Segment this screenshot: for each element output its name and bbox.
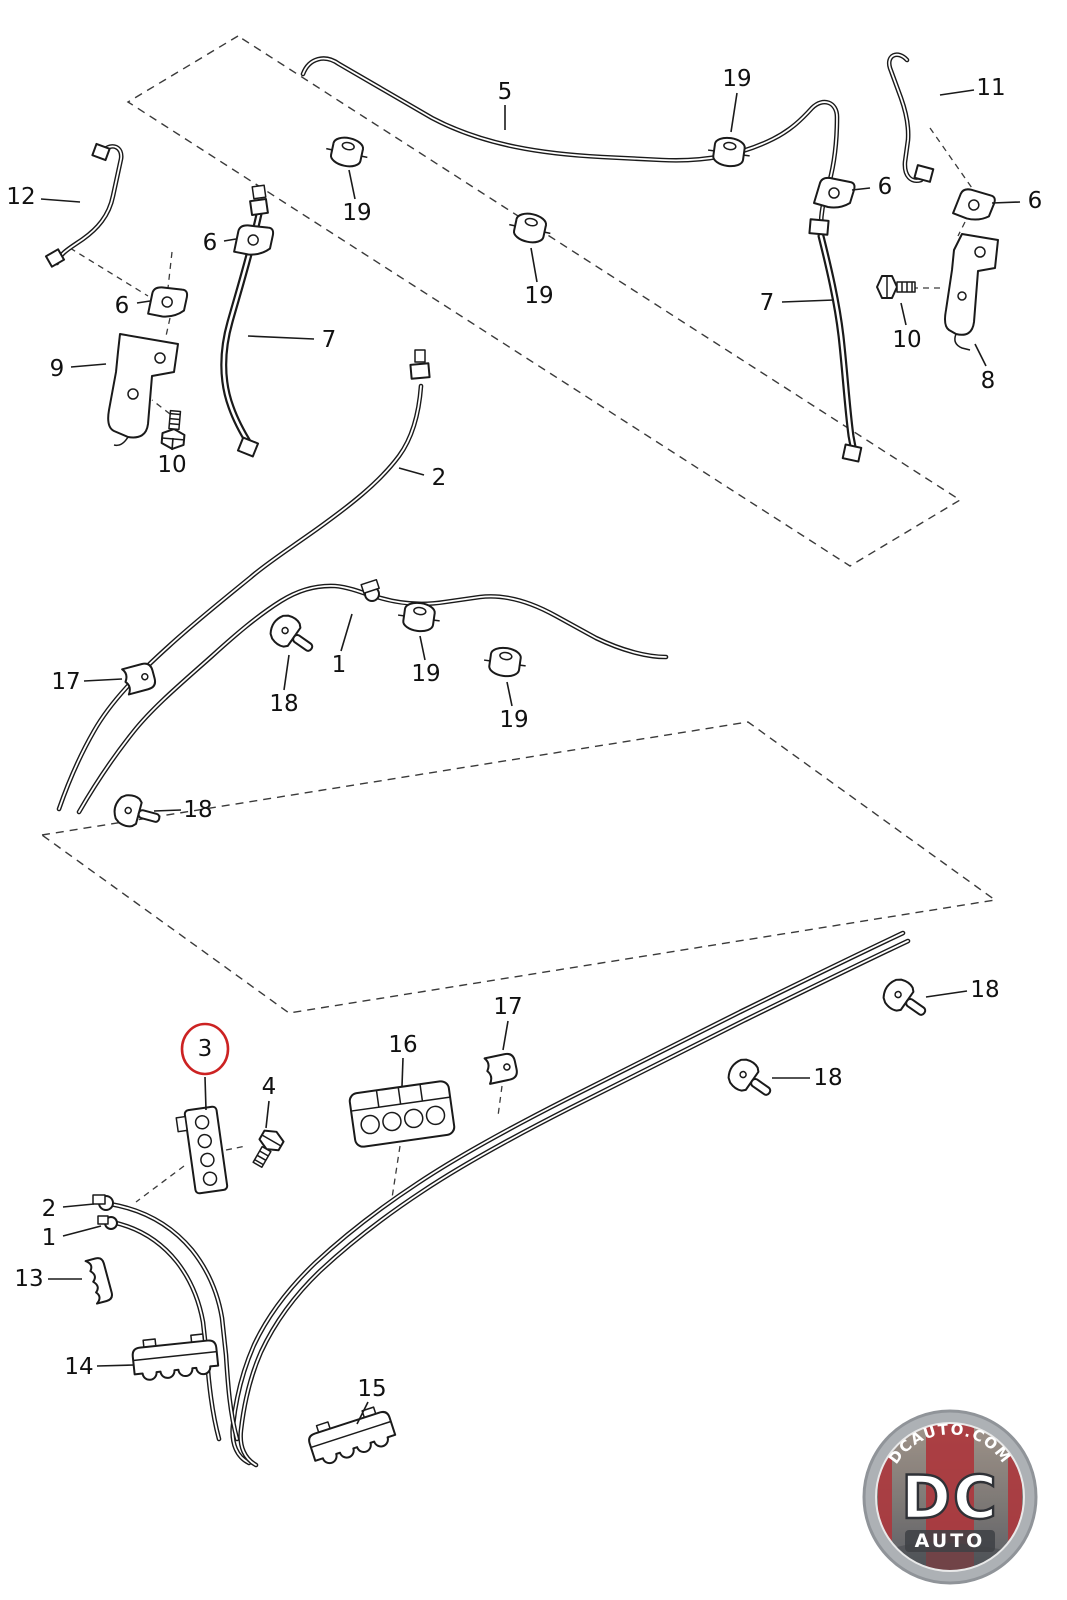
part-number-label-19: 19 — [499, 707, 528, 733]
label-leader-line — [62, 1225, 102, 1237]
label-leader-line — [530, 247, 538, 283]
tube-11 — [889, 55, 921, 181]
clamp-16 — [347, 1079, 457, 1149]
part-number-label-6: 6 — [878, 174, 893, 200]
label-leader-line — [62, 1203, 95, 1208]
part-number-label-6: 6 — [115, 293, 130, 319]
tube-12 — [57, 146, 121, 263]
part-number-label-9: 9 — [50, 356, 65, 382]
bolt-10-left — [160, 409, 188, 451]
label-leader-line — [356, 1401, 369, 1425]
clip-19-instances — [322, 132, 753, 680]
highlight-circle — [180, 1022, 230, 1076]
label-leader-line — [223, 238, 237, 242]
logo-initials-text: DC — [901, 1463, 999, 1533]
part-number-label-12: 12 — [6, 184, 35, 210]
part-number-label-14: 14 — [64, 1354, 93, 1380]
clip-17-instances — [121, 660, 520, 1085]
bracket-8 — [944, 233, 999, 351]
clamp-15 — [304, 1402, 399, 1469]
part-number-label-15: 15 — [357, 1376, 386, 1402]
bolt-10-right — [876, 275, 916, 299]
label-leader-line — [70, 363, 107, 368]
label-leader-line — [730, 92, 738, 133]
label-leader-line — [136, 300, 151, 304]
label-leader-line — [925, 990, 968, 998]
part-number-label-6: 6 — [203, 230, 218, 256]
label-leader-line — [398, 467, 425, 476]
tube-5 — [303, 59, 837, 226]
part-number-label-18: 18 — [813, 1065, 842, 1091]
tube-1 — [79, 586, 666, 812]
clamp-14 — [130, 1331, 220, 1383]
bolt-4 — [246, 1125, 288, 1172]
part-number-label-19: 19 — [524, 283, 553, 309]
logo-auto-band — [905, 1530, 995, 1552]
part-number-label-19: 19 — [411, 661, 440, 687]
part-number-label-19: 19 — [342, 200, 371, 226]
reference-plane-middle — [40, 721, 997, 1014]
part-number-label-4: 4 — [262, 1074, 277, 1100]
label-leader-line — [83, 678, 123, 682]
junction-block-3 — [174, 1105, 229, 1197]
label-leader-line — [348, 169, 356, 200]
clip-18-instances — [110, 609, 935, 1107]
label-leader-line — [96, 1364, 135, 1367]
label-leader-line — [283, 654, 290, 691]
label-leader-line — [900, 302, 907, 326]
clip-13 — [84, 1255, 115, 1305]
part-number-label-10: 10 — [892, 327, 921, 353]
label-leader-line — [204, 1076, 207, 1111]
part-number-label-6: 6 — [1028, 188, 1043, 214]
part-number-label-1: 1 — [332, 652, 347, 678]
part-number-label-7: 7 — [760, 290, 775, 316]
tube-fittings — [44, 142, 935, 1230]
reference-plane-upper — [126, 35, 962, 567]
label-leader-line — [974, 343, 987, 367]
part-number-label-8: 8 — [981, 368, 996, 394]
part-number-label-19: 19 — [722, 66, 751, 92]
part-number-label-17: 17 — [493, 994, 522, 1020]
label-leader-line — [506, 681, 513, 707]
part-number-label-16: 16 — [388, 1032, 417, 1058]
part-number-label-18: 18 — [269, 691, 298, 717]
part-number-label-18: 18 — [970, 977, 999, 1003]
part-number-label-1: 1 — [42, 1225, 57, 1251]
part-number-label-13: 13 — [14, 1266, 43, 1292]
label-leader-line — [340, 613, 353, 652]
part-number-label-10: 10 — [157, 452, 186, 478]
label-leader-line — [851, 187, 871, 191]
part-number-label-7: 7 — [322, 327, 337, 353]
label-leader-line — [153, 809, 182, 812]
label-leader-line — [781, 299, 835, 303]
part-number-label-2: 2 — [42, 1196, 57, 1222]
label-leader-line — [502, 1020, 509, 1051]
label-leader-line — [419, 635, 426, 661]
bracket-9 — [107, 333, 179, 447]
part-number-label-5: 5 — [498, 79, 513, 105]
label-leader-line — [991, 201, 1021, 204]
bracket-6-instances — [144, 176, 997, 320]
part-number-label-3: 3 — [198, 1036, 213, 1062]
part-number-label-11: 11 — [976, 75, 1005, 101]
label-leader-line — [939, 89, 975, 96]
part-number-label-2: 2 — [432, 465, 447, 491]
label-leader-line — [265, 1100, 270, 1129]
label-leader-line — [247, 335, 315, 340]
logo-name-text: AUTO — [915, 1530, 986, 1552]
label-leader-line — [401, 1057, 404, 1087]
label-leader-line — [40, 198, 81, 203]
dcauto-logo: DCAUTO.COM DC AUTO — [862, 1409, 1038, 1585]
assembly-dashed-links — [69, 127, 973, 1203]
part-number-label-18: 18 — [183, 797, 212, 823]
label-leader-line — [171, 437, 174, 451]
hose-7-right — [821, 236, 854, 452]
part-number-label-17: 17 — [51, 669, 80, 695]
